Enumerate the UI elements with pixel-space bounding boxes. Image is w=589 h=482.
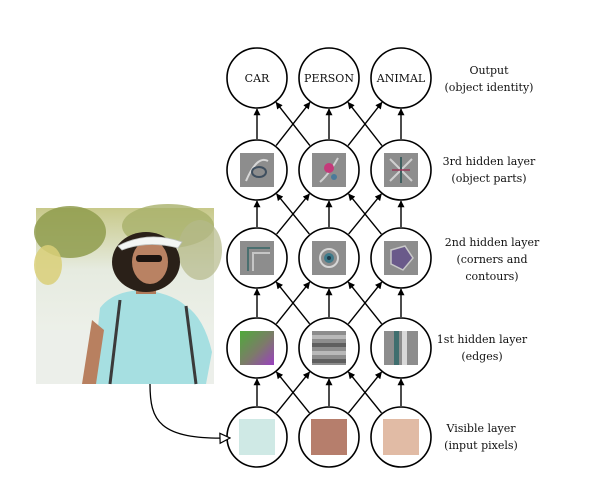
visible-node-3 [370, 406, 432, 468]
hidden3-label-line: (object parts) [451, 172, 526, 185]
connection-arrow [275, 281, 311, 325]
feature-thumbnail [384, 331, 418, 365]
hidden2-label-line: contours) [465, 270, 518, 283]
feature-thumbnail [240, 153, 274, 187]
output-label-line: (object identity) [445, 81, 534, 94]
edge-feature-thumbnail [240, 331, 274, 365]
visible-label-line: (input pixels) [444, 439, 518, 452]
output-node-label: PERSON [304, 72, 354, 85]
input-photo [34, 204, 222, 385]
connection-arrows [253, 101, 405, 414]
input-pixel-swatch [239, 419, 275, 455]
node-circle [298, 47, 360, 109]
layer-labels: Output (object identity) 3rd hidden layer (… [437, 64, 540, 452]
connection-arrow [347, 101, 383, 147]
hidden2-node-1 [226, 227, 288, 289]
connection-arrow [347, 371, 383, 414]
output-node-1: CAR [226, 47, 288, 109]
hidden2-label-line: 2nd hidden layer [445, 236, 540, 249]
output-node-label: ANIMAL [376, 72, 426, 85]
hidden2-node-3 [370, 227, 432, 289]
hidden3-label-line: 3rd hidden layer [443, 155, 536, 168]
connection-arrow [347, 281, 383, 325]
output-layer-label: Output (object identity) [445, 64, 534, 94]
node-circle [370, 47, 432, 109]
hidden1-label-line: (edges) [461, 350, 502, 363]
node-circle [226, 47, 288, 109]
output-label-line: Output [469, 64, 509, 77]
photo-to-pixels-arrow [149, 383, 230, 438]
hidden3-layer-label: 3rd hidden layer (object parts) [443, 155, 536, 185]
hidden1-node-3 [370, 317, 432, 379]
connection-arrow [348, 193, 382, 235]
connection-arrow [275, 371, 311, 414]
visible-label-line: Visible layer [445, 422, 516, 435]
feature-thumbnail [240, 241, 274, 275]
hidden3-node-2 [298, 139, 360, 201]
input-pixel-swatch [311, 419, 347, 455]
visible-node-1 [226, 406, 288, 468]
hidden2-layer-label: 2nd hidden layer (corners and contours) [445, 236, 540, 283]
output-node-2: PERSON [298, 47, 360, 109]
output-node-3: ANIMAL [370, 47, 432, 109]
network-nodes: CAR PERSON ANIMAL [226, 47, 432, 468]
hidden1-node-1 [226, 317, 288, 379]
hidden1-node-2 [298, 317, 360, 379]
hidden1-layer-label: 1st hidden layer (edges) [437, 333, 528, 363]
connection-arrow [275, 101, 311, 147]
hidden2-label-line: (corners and [456, 253, 527, 266]
hidden3-node-1 [226, 139, 288, 201]
hidden2-node-2 [298, 227, 360, 289]
visible-node-2 [298, 406, 360, 468]
connection-arrow [276, 193, 310, 235]
output-node-label: CAR [245, 72, 270, 85]
hidden3-node-3 [370, 139, 432, 201]
input-pixel-swatch [383, 419, 419, 455]
visible-layer-label: Visible layer (input pixels) [444, 422, 518, 452]
hidden1-label-line: 1st hidden layer [437, 333, 528, 346]
